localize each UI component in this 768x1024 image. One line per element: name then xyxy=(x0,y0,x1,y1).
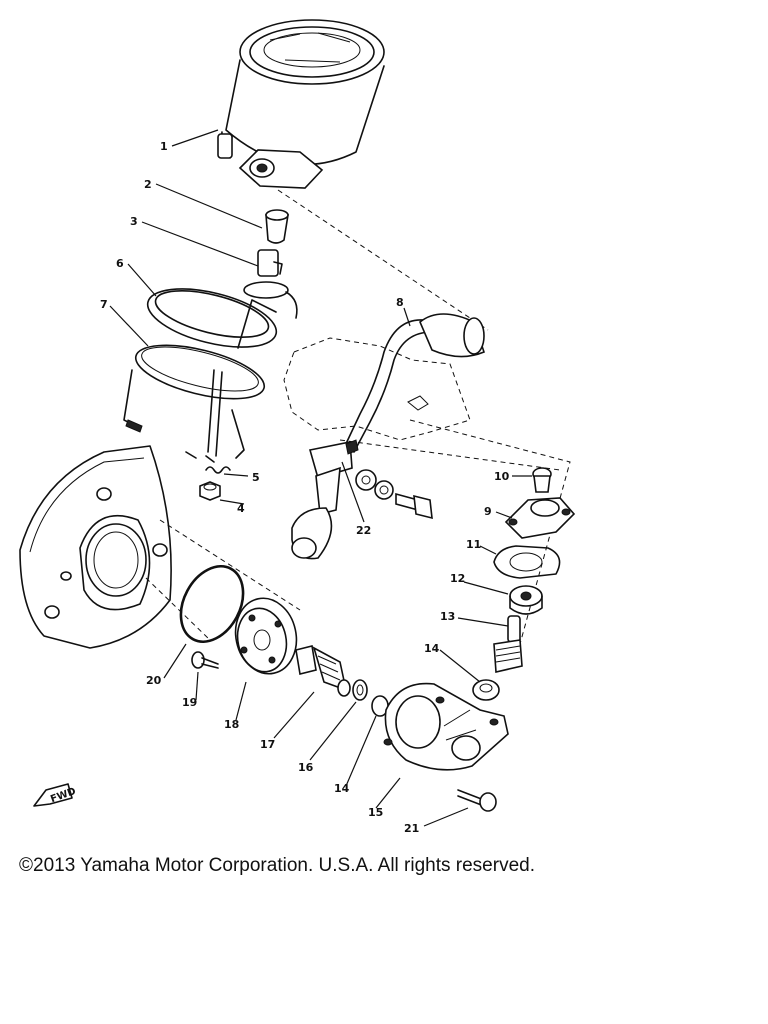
callout-number: 22 xyxy=(356,524,371,537)
gear-housing xyxy=(383,682,509,771)
callout-number: 5 xyxy=(252,471,260,484)
callout-number: 6 xyxy=(116,257,124,270)
speedometer-assembly xyxy=(217,19,385,189)
bushing xyxy=(509,585,543,615)
spring-and-nut xyxy=(199,466,231,501)
cushion-ring xyxy=(146,288,278,348)
callout-number: 9 xyxy=(484,505,492,518)
oil-seal-upper xyxy=(472,679,500,701)
forward-arrow-icon: FWD xyxy=(33,783,77,807)
copyright-notice: ©2013 Yamaha Motor Corporation. U.S.A. A… xyxy=(19,855,535,876)
cable-bolt-set xyxy=(355,469,433,520)
callout-number: 18 xyxy=(224,718,239,731)
callout-number: 1 xyxy=(160,140,168,153)
callout-number: 16 xyxy=(298,761,314,774)
drive-gear-shaft xyxy=(295,645,351,697)
frame-outline xyxy=(277,189,571,645)
callout-number: 7 xyxy=(100,298,108,311)
callout-number: 19 xyxy=(182,696,197,709)
bulb-socket xyxy=(243,249,298,319)
housing-bolt xyxy=(457,789,497,812)
forward-label: FWD xyxy=(49,786,77,805)
callout-number: 13 xyxy=(440,610,455,623)
callout-number: 14 xyxy=(424,642,440,655)
drive-plate xyxy=(234,597,298,675)
o-ring xyxy=(179,565,245,643)
engine-cover xyxy=(19,445,301,649)
bulb-cap xyxy=(265,209,289,244)
callout-number: 4 xyxy=(237,502,245,515)
callout-number: 20 xyxy=(146,674,162,687)
callout-number: 10 xyxy=(494,470,510,483)
gasket xyxy=(493,545,561,579)
callout-number: 11 xyxy=(466,538,481,551)
callout-number: 8 xyxy=(396,296,404,309)
washer-and-seal xyxy=(352,679,389,717)
drive-housing-cover xyxy=(504,467,576,539)
callout-number: 2 xyxy=(144,178,152,191)
callout-number: 17 xyxy=(260,738,275,751)
callout-number: 12 xyxy=(450,572,465,585)
callout-number: 3 xyxy=(130,215,138,228)
speedometer-cable xyxy=(291,313,485,560)
leader-lines xyxy=(109,129,532,827)
callout-number: 14 xyxy=(334,782,350,795)
callout-number: 21 xyxy=(404,822,419,835)
driven-gear xyxy=(493,615,523,673)
meter-bracket xyxy=(123,299,277,463)
screw xyxy=(191,651,219,669)
callout-number: 15 xyxy=(368,806,383,819)
callout-numbers: 1 2 3 6 7 8 5 4 22 10 9 11 12 13 14 20 1… xyxy=(100,140,510,835)
